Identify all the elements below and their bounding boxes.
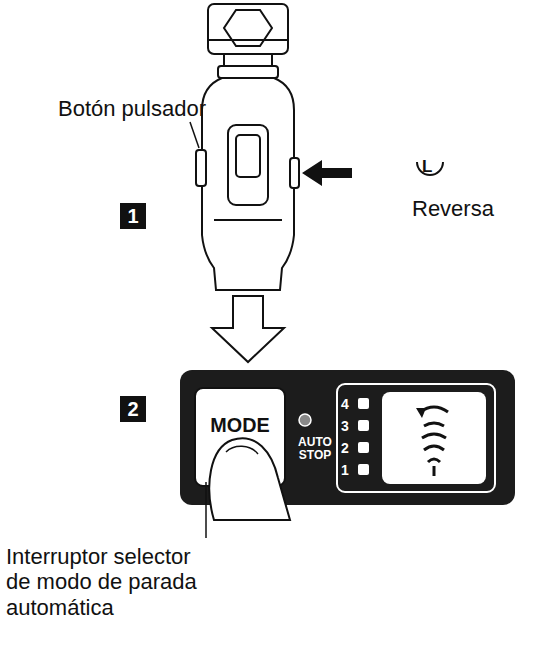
- screw-tip: [433, 466, 436, 476]
- push-button-right: [290, 158, 299, 188]
- socket-line: [208, 39, 288, 41]
- callout-number: 2: [120, 396, 146, 422]
- led-number: 2: [341, 440, 349, 456]
- reverse-symbol-letter: L: [422, 157, 432, 177]
- leader-line: [205, 482, 207, 538]
- tool-body: [202, 78, 294, 290]
- step-arrow: [212, 296, 284, 362]
- led: [358, 442, 369, 453]
- part-label: Reversa: [412, 196, 494, 221]
- mode-button: MODE: [195, 388, 285, 486]
- push-button-left: [196, 150, 206, 186]
- anvil-collar: [224, 54, 272, 66]
- socket: [208, 4, 288, 54]
- trigger-face: [236, 135, 260, 177]
- led-number: 1: [341, 462, 349, 478]
- control-panel: AUTO STOP MODE: [180, 370, 515, 505]
- press-arrow: [302, 160, 352, 186]
- collar-ring: [218, 66, 278, 78]
- led: [358, 398, 369, 409]
- trigger: [228, 125, 268, 205]
- led-number: 4: [341, 396, 349, 412]
- screw-icon-box: [382, 392, 486, 484]
- node-text: AUTO STOP: [293, 436, 337, 461]
- callout-box: [120, 203, 146, 229]
- body-line: [214, 219, 282, 221]
- screw-icon: [416, 407, 448, 476]
- screw-thread: [422, 423, 446, 462]
- finger: [209, 438, 290, 520]
- callout-box: [120, 396, 146, 422]
- led: [358, 464, 369, 475]
- led-number: 3: [341, 418, 349, 434]
- arrowhead: [416, 408, 426, 418]
- part-label: Interruptor selector de modo de parada a…: [6, 544, 221, 620]
- impact-wrench: [196, 4, 299, 290]
- mode-display-frame: [337, 384, 495, 492]
- auto-stop-lamp: [299, 414, 311, 426]
- callout-number: 1: [120, 203, 146, 229]
- led: [358, 420, 369, 431]
- node-text: MODE: [195, 414, 285, 437]
- leader-line: [190, 122, 199, 148]
- fingernail: [226, 446, 258, 454]
- part-label: Botón pulsador: [58, 96, 206, 121]
- mode-leds: [358, 398, 369, 475]
